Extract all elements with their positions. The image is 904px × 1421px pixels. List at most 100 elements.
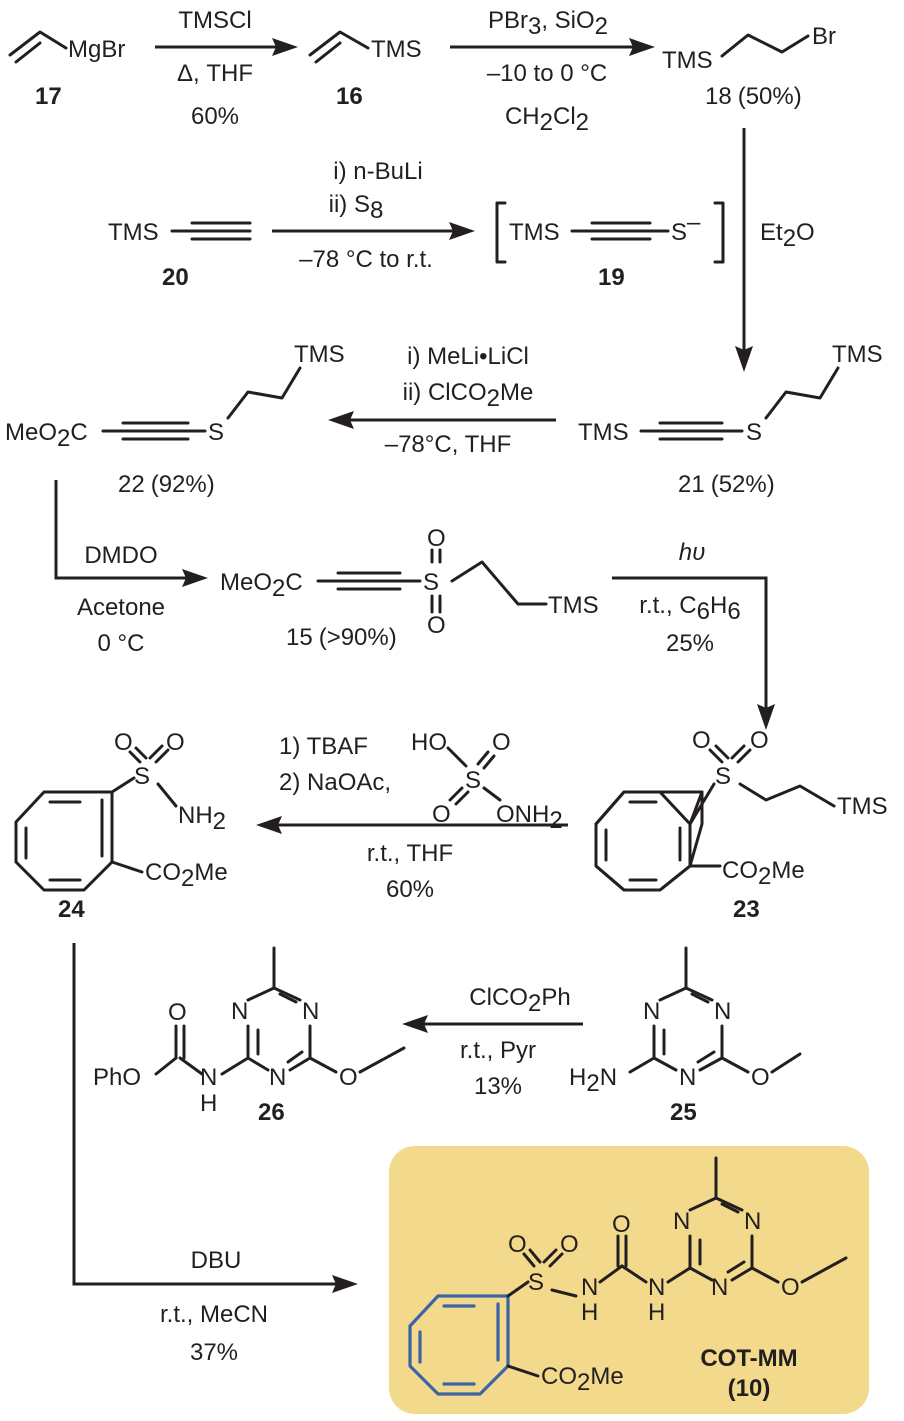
compound-20: TMS 20 — [108, 219, 252, 291]
label-o: O — [492, 729, 511, 756]
yield-25: 25% — [666, 630, 714, 657]
condition-temp-thf: –78°C, THF — [385, 431, 512, 458]
compound-number-20: 20 — [162, 264, 189, 291]
label-o-right: O — [560, 1231, 579, 1258]
arrow-21-to-22: i) MeLi•LiCl ii) ClCO2Me –78°C, THF — [328, 343, 556, 458]
reagent-clco2ph: ClCO2Ph — [469, 984, 570, 1017]
yield-60: 60% — [191, 103, 239, 130]
compound-number-26: 26 — [258, 1099, 285, 1126]
compound-22-caption: 22(92%) — [118, 471, 215, 498]
compound-19: TMS S– 19 — [495, 201, 725, 291]
label-s: S — [134, 763, 150, 790]
label-s: S — [528, 1269, 544, 1296]
label-co2me: CO2Me — [541, 1363, 624, 1396]
label-s: S — [465, 767, 481, 794]
label-tms: TMS — [662, 47, 713, 74]
arrow-24-to-10: DBU r.t., MeCN 37% — [72, 943, 358, 1366]
arrow-25-to-26: ClCO2Ph r.t., Pyr 13% — [402, 984, 583, 1100]
reagent-s8: ii) S8 — [329, 191, 384, 224]
label-onh2: ONH2 — [496, 801, 563, 834]
label-o: O — [751, 1064, 770, 1091]
yield-60: 60% — [386, 876, 434, 903]
condition-rt-benzene: r.t., C6H6 — [639, 592, 740, 625]
condition-ch2cl2: CH2Cl2 — [505, 103, 589, 136]
condition-temp: –78 °C to r.t. — [299, 246, 433, 273]
compound-18-caption: 18(50%) — [705, 83, 802, 110]
label-mgbr: MgBr — [68, 36, 125, 63]
compound-cotmm-10: S O O N H O N H N N N O CO2Me COT — [408, 1156, 848, 1402]
label-nh2: NH2 — [178, 802, 226, 835]
label-o-bottom: O — [427, 612, 446, 639]
arrow-16-to-18: PBr3, SiO2 –10 to 0 °C CH2Cl2 — [450, 7, 655, 136]
label-n: N — [269, 1064, 286, 1091]
condition-heat-thf: Δ, THF — [177, 60, 253, 87]
compound-number-16: 16 — [336, 83, 363, 110]
label-o: O — [339, 1064, 358, 1091]
label-o: O — [432, 801, 451, 828]
label-h2n: H2N — [569, 1064, 617, 1097]
label-n: N — [643, 998, 660, 1025]
label-br: Br — [812, 23, 836, 50]
label-o-right: O — [166, 729, 185, 756]
label-n: N — [231, 998, 248, 1025]
compound-22: MeO2C S TMS 22(92%) — [5, 341, 345, 498]
condition-rt-thf: r.t., THF — [367, 840, 453, 867]
label-s-minus: S– — [671, 209, 701, 246]
compound-number-19: 19 — [598, 264, 625, 291]
label-co2me: CO2Me — [722, 857, 805, 890]
arrow-15-to-23: hυ r.t., C6H6 25% — [612, 539, 775, 730]
compound-16: TMS 16 — [308, 30, 422, 110]
label-o-left: O — [114, 729, 133, 756]
label-h: H — [200, 1090, 217, 1117]
label-n: N — [581, 1274, 598, 1301]
label-tms: TMS — [837, 793, 888, 820]
label-h: H — [648, 1299, 665, 1326]
label-o-right: O — [750, 727, 769, 754]
reagent-dbu: DBU — [191, 1247, 242, 1274]
label-n: N — [200, 1064, 217, 1091]
label-n: N — [673, 1208, 690, 1235]
arrow-22-to-15: DMDO Acetone 0 °C — [54, 480, 208, 657]
label-tms: TMS — [578, 419, 629, 446]
label-tms: TMS — [294, 341, 345, 368]
label-o: O — [781, 1274, 800, 1301]
label-ho: HO — [411, 729, 447, 756]
reagent-tbaf: 1) TBAF — [279, 733, 368, 760]
cot-ring — [408, 1294, 510, 1396]
compound-15-caption: 15(>90%) — [286, 624, 397, 651]
compound-21-caption: 21(52%) — [678, 471, 775, 498]
reagent-et2o: Et2O — [760, 219, 815, 252]
label-meo2c: MeO2C — [220, 569, 303, 602]
condition-acetone: Acetone — [77, 594, 165, 621]
label-h: H — [581, 1299, 598, 1326]
arrow-20-to-19: i) n-BuLi ii) S8 –78 °C to r.t. — [272, 158, 475, 273]
label-n: N — [679, 1064, 696, 1091]
label-s: S — [746, 419, 762, 446]
compound-number-25: 25 — [670, 1099, 697, 1126]
compound-25: N N N H2N O 25 — [569, 946, 802, 1126]
label-o: O — [612, 1211, 631, 1238]
condition-temp: 0 °C — [98, 630, 145, 657]
compound-number-17: 17 — [35, 83, 62, 110]
reagent-light: hυ — [679, 539, 706, 566]
arrow-18-to-21: Et2O — [735, 128, 815, 372]
label-o-left: O — [508, 1231, 527, 1258]
label-tms: TMS — [371, 36, 422, 63]
label-tms: TMS — [108, 219, 159, 246]
compound-17: MgBr 17 — [8, 30, 125, 110]
compound-21: TMS S TMS 21(52%) — [578, 341, 883, 498]
label-s: S — [715, 763, 731, 790]
reagent-hydroxylamine-o-sulfonic-acid: HO O S O ONH2 — [411, 729, 563, 834]
compound-name-cotmm: COT-MM — [700, 1345, 797, 1372]
condition-rt-pyr: r.t., Pyr — [460, 1037, 536, 1064]
reagent-meli-licl: i) MeLi•LiCl — [407, 343, 529, 370]
reagent-tmscl: TMSCl — [178, 7, 251, 34]
label-n: N — [711, 1274, 728, 1301]
compound-number-10: (10) — [728, 1375, 771, 1402]
compound-24: S O O NH2 CO2Me 24 — [14, 729, 228, 923]
arrow-23-to-24: 1) TBAF 2) NaOAc, r.t., THF 60% — [256, 733, 568, 903]
condition-temp: –10 to 0 °C — [487, 60, 607, 87]
compound-number-23: 23 — [733, 896, 760, 923]
reagent-nbuli: i) n-BuLi — [333, 158, 422, 185]
